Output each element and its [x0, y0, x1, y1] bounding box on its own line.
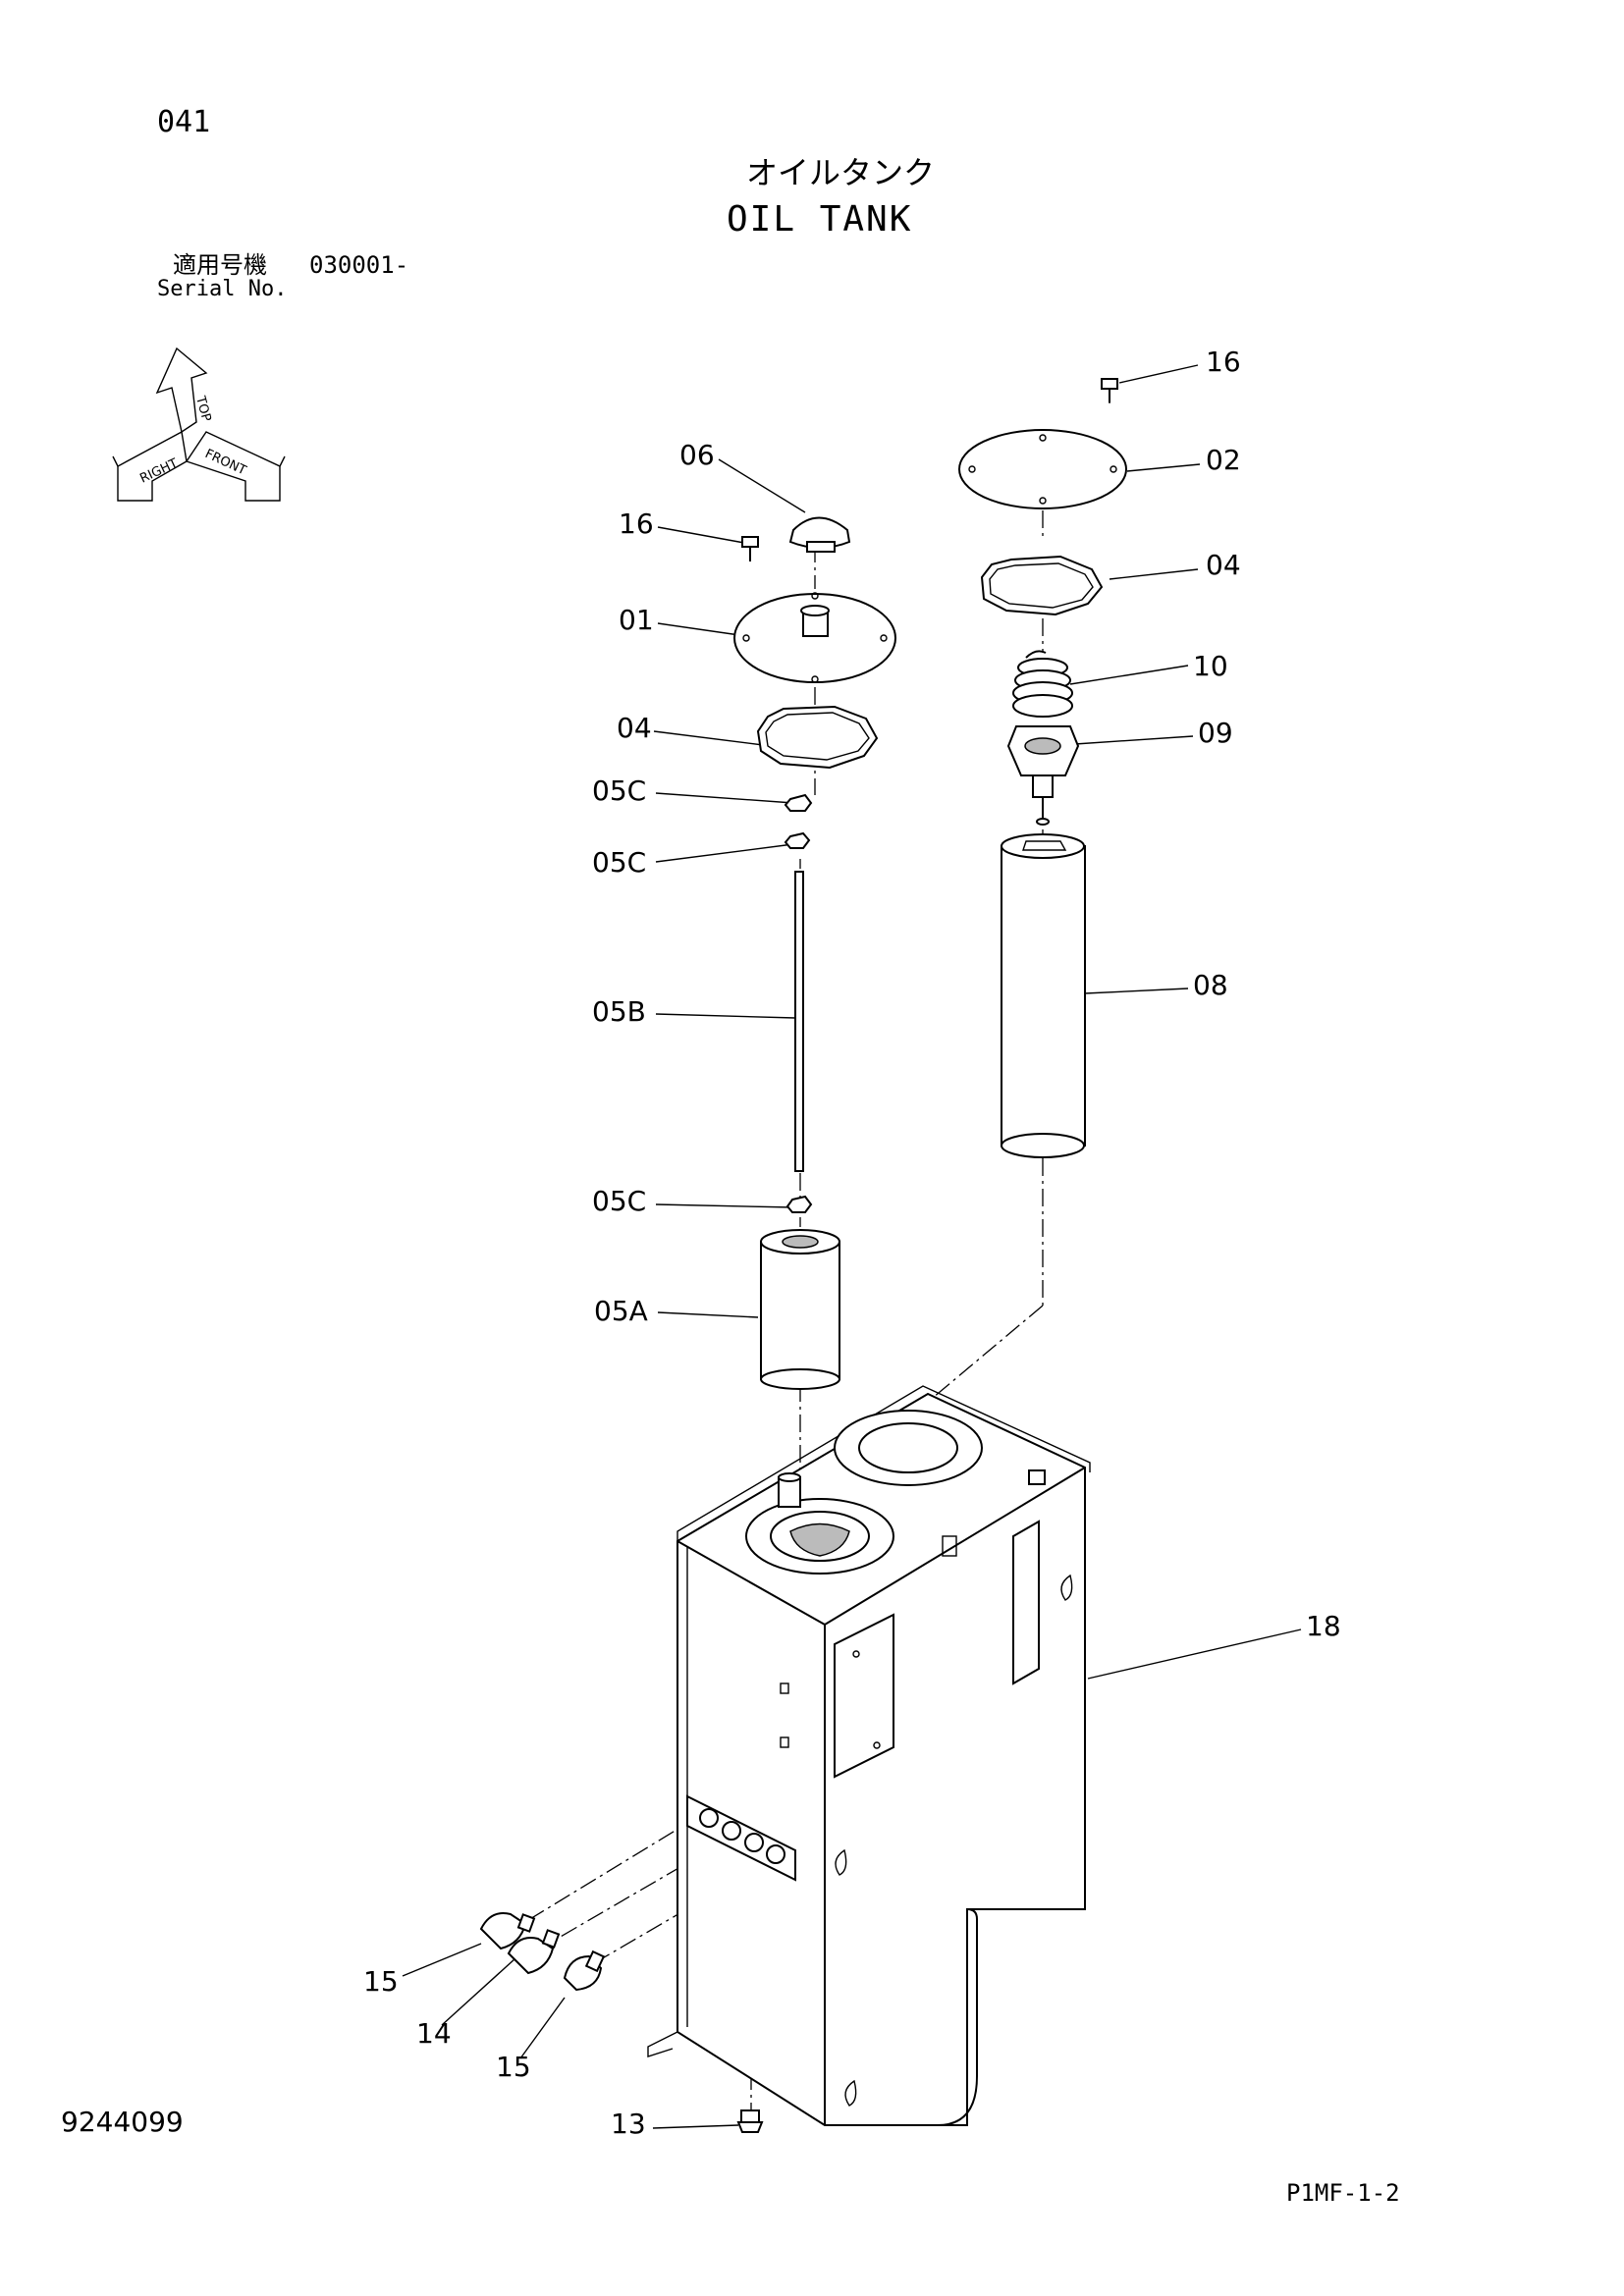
bolt-part-16-right — [1101, 378, 1118, 402]
nut-part-05c-lower — [785, 1195, 813, 1213]
rod-part-05b — [794, 871, 804, 1172]
leader-lines — [402, 364, 1302, 2129]
page-code: 041 — [157, 105, 211, 139]
callout-15-lower: 15 — [496, 2051, 531, 2083]
callout-16-right: 16 — [1206, 346, 1241, 378]
callout-01: 01 — [619, 604, 654, 636]
orientation-right-label: RIGHT — [137, 456, 180, 487]
callout-05a: 05A — [594, 1295, 648, 1327]
nut-part-05c-upper — [784, 793, 813, 812]
elbow-fitting-part-15-lower — [563, 1949, 606, 1992]
drawing-number: 9244099 — [61, 2106, 184, 2138]
serial-label-japanese: 適用号機 — [173, 251, 267, 279]
callout-05c-middle: 05C — [592, 846, 647, 879]
valve-part-09 — [1006, 725, 1080, 826]
filter-element-part-08 — [1001, 833, 1086, 1158]
callout-08: 08 — [1193, 969, 1228, 1001]
callout-05c-lower: 05C — [592, 1185, 647, 1217]
callout-18: 18 — [1306, 1610, 1341, 1642]
title-japanese: オイルタンク — [746, 154, 936, 191]
orientation-top-label: TOP — [192, 394, 214, 423]
callout-09: 09 — [1198, 717, 1233, 749]
sheet-code: P1MF-1-2 — [1286, 2179, 1400, 2207]
serial-label: Serial No. — [157, 277, 288, 301]
cover-plate-part-01 — [733, 592, 896, 683]
callout-15-upper: 15 — [363, 1965, 399, 1998]
callout-04-left: 04 — [617, 712, 652, 744]
gasket-part-04-left — [756, 705, 879, 770]
filler-cap-part-06 — [788, 516, 851, 553]
nut-part-05c-middle — [784, 831, 811, 849]
callout-16-left: 16 — [619, 507, 654, 540]
callout-05b: 05B — [592, 995, 646, 1028]
bolt-part-16-left — [741, 536, 759, 561]
orientation-indicator-icon: TOP RIGHT FRONT — [112, 347, 286, 502]
serial-number-value: 030001- — [309, 251, 409, 279]
drain-plug-part-13 — [736, 2109, 764, 2133]
oil-tank-body-part-18 — [647, 1385, 1091, 2126]
page-title: OIL TANK — [727, 199, 913, 240]
callout-02: 02 — [1206, 444, 1241, 476]
callout-10: 10 — [1193, 650, 1228, 682]
strainer-part-05a — [760, 1229, 840, 1390]
callout-14: 14 — [416, 2017, 452, 2050]
gasket-part-04-right — [980, 555, 1104, 616]
callout-05c-upper: 05C — [592, 774, 647, 807]
elbow-fitting-part-15-upper — [479, 1912, 536, 1950]
callout-06: 06 — [679, 439, 715, 471]
callout-04-right: 04 — [1206, 549, 1241, 581]
cover-plate-part-02 — [958, 429, 1127, 509]
spring-part-10 — [1012, 650, 1073, 718]
elbow-fitting-part-14 — [507, 1929, 561, 1975]
callout-13: 13 — [611, 2108, 646, 2140]
